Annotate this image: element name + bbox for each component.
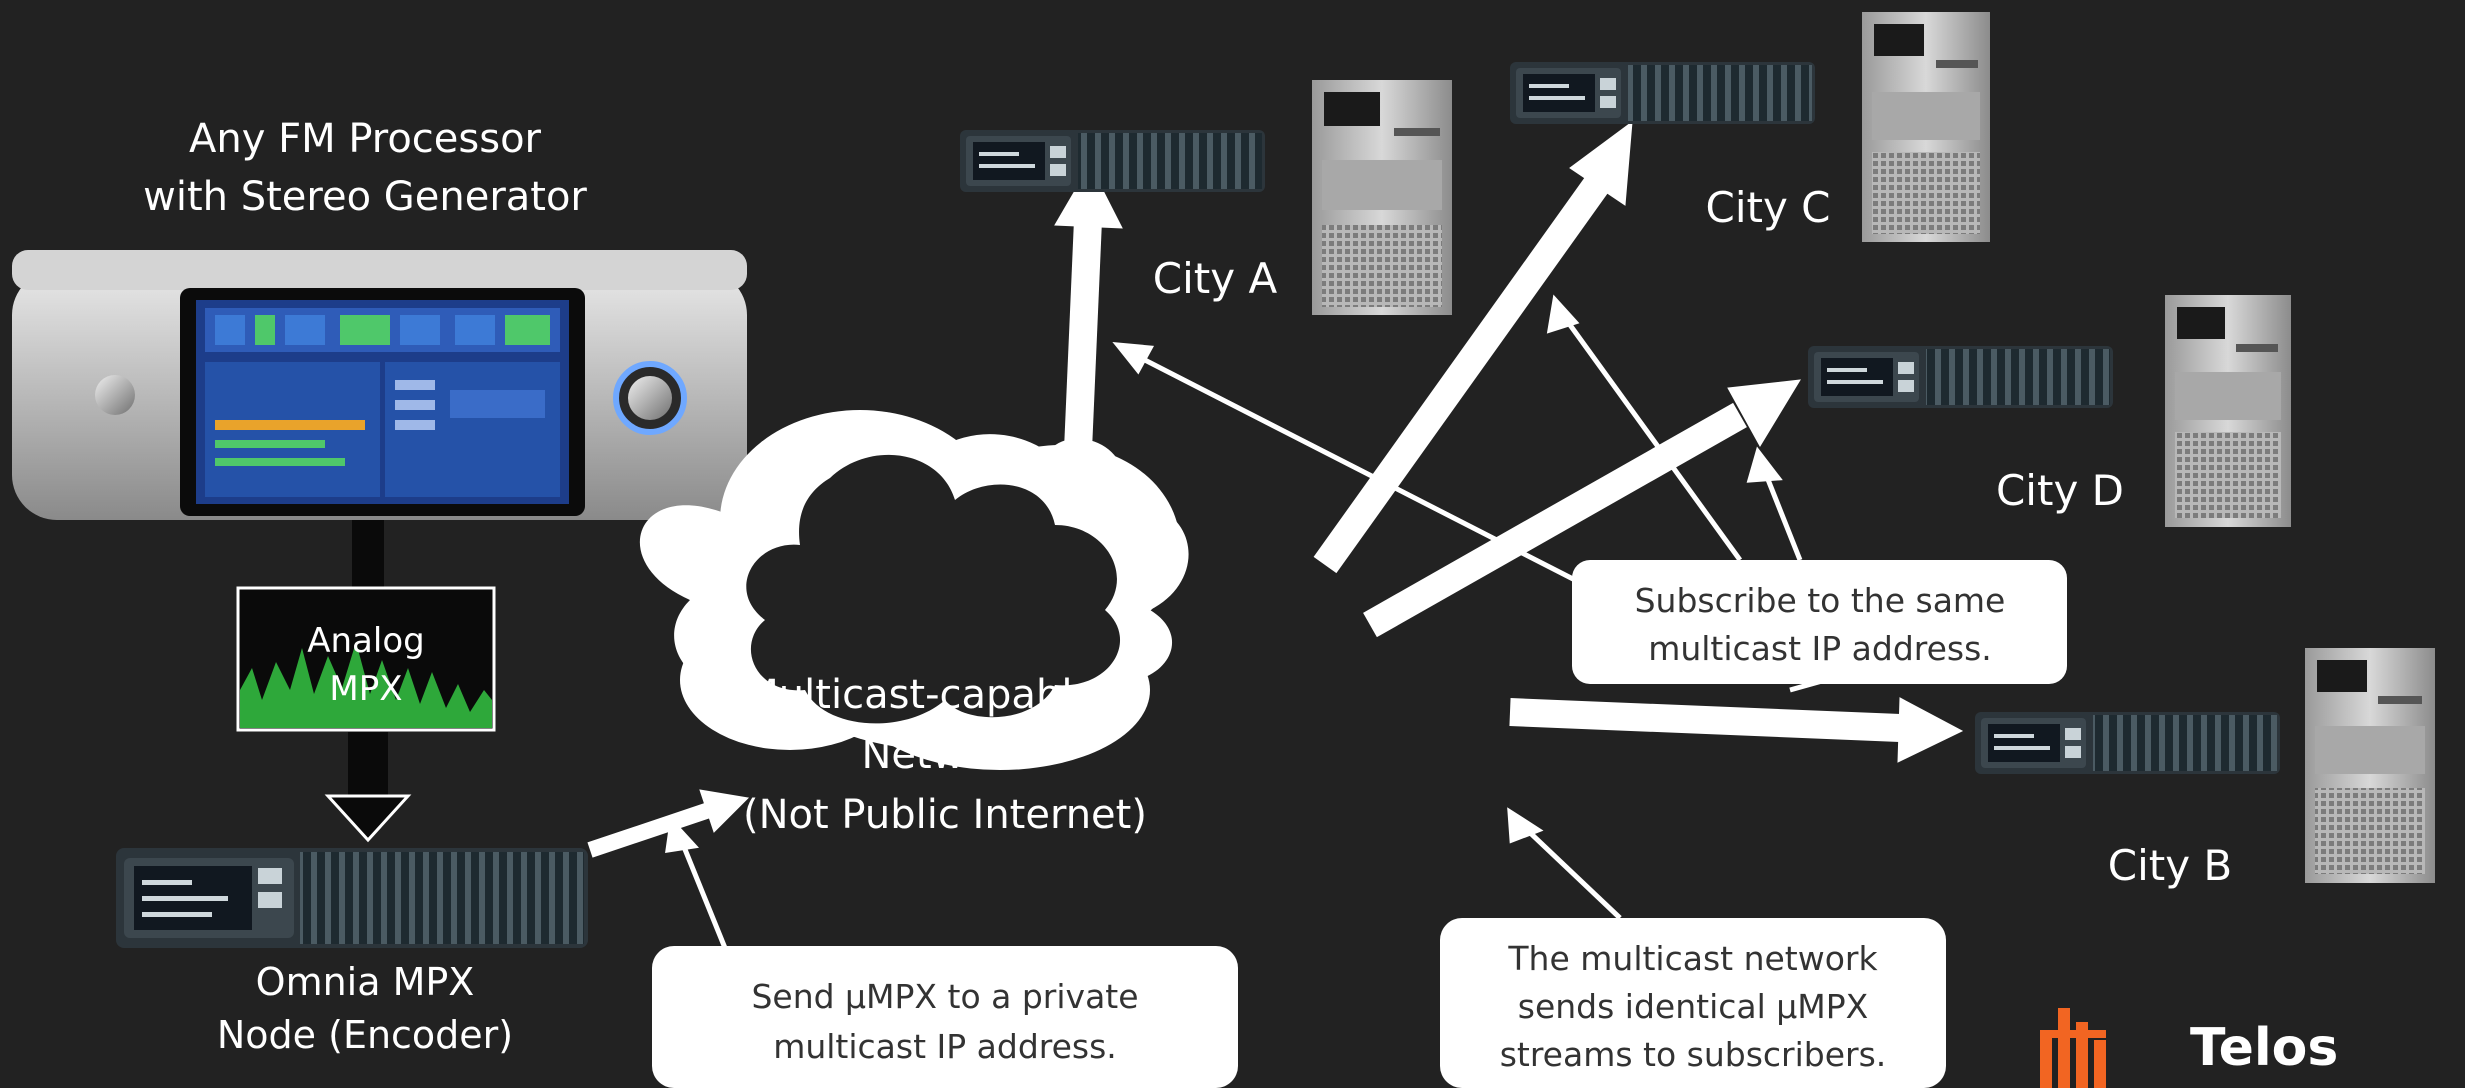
down-arrow — [324, 732, 412, 843]
callout-network-line3: streams to subscribers. — [1500, 1035, 1887, 1074]
callout-send-line1: Send μMPX to a private — [751, 977, 1138, 1016]
cloud-puff-left — [639, 505, 740, 600]
processor-title-line2: with Stereo Generator — [143, 174, 587, 220]
receiver-node-city-c — [1510, 62, 1815, 124]
callout-send: Send μMPX to a private multicast IP addr… — [652, 946, 1238, 1088]
cloud-label-line3: (Not Public Internet) — [743, 792, 1147, 838]
fm-processor-device — [12, 250, 747, 520]
processor-connector — [352, 520, 384, 588]
encoder-label-line1: Omnia MPX — [256, 960, 475, 1004]
cloud-inner — [746, 454, 1121, 724]
callout-subscribe-line1: Subscribe to the same — [1635, 581, 2006, 620]
telos-logo-icon — [2040, 1008, 2106, 1088]
telos-wordmark: Telos — [2190, 1018, 2338, 1078]
receiver-node-city-b — [1975, 712, 2280, 774]
mpx-waveform — [240, 642, 492, 728]
analog-mpx-label-line2: MPX — [329, 669, 402, 709]
callout-network-line1: The multicast network — [1507, 939, 1878, 978]
callout-network: The multicast network sends identical μM… — [1440, 918, 1946, 1088]
city-d-label: City D — [1996, 466, 2124, 515]
telos-logo: Telos — [2040, 1008, 2338, 1088]
city-a-label: City A — [1153, 254, 1278, 303]
encoder-device — [116, 848, 588, 948]
callout-subscribe-line2: multicast IP address. — [1648, 629, 1992, 668]
receiver-node-city-d — [1808, 346, 2113, 408]
processor-title-line1: Any FM Processor — [189, 116, 542, 162]
cloud-label-line1: Multicast-capable IP — [744, 672, 1145, 718]
analog-mpx-box: Analog MPX — [236, 586, 496, 732]
callout-subscribe: Subscribe to the same multicast IP addre… — [1572, 560, 2067, 684]
receiver-node-city-a — [960, 130, 1265, 192]
callout-send-line2: multicast IP address. — [773, 1027, 1117, 1066]
transmitter-rack-city-d — [2165, 295, 2291, 527]
callout-network-line2: sends identical μMPX — [1518, 987, 1868, 1026]
encoder-label-line2: Node (Encoder) — [217, 1013, 513, 1057]
transmitter-rack-city-b — [2305, 648, 2435, 883]
thick-arrows — [587, 120, 1964, 858]
city-b-label: City B — [2108, 841, 2232, 890]
analog-mpx-label-line1: Analog — [307, 621, 424, 661]
cloud-label-line2: Network — [861, 732, 1029, 778]
transmitter-rack-city-a — [1312, 80, 1452, 315]
city-c-label: City C — [1706, 183, 1831, 232]
transmitter-rack-city-c — [1862, 12, 1990, 242]
